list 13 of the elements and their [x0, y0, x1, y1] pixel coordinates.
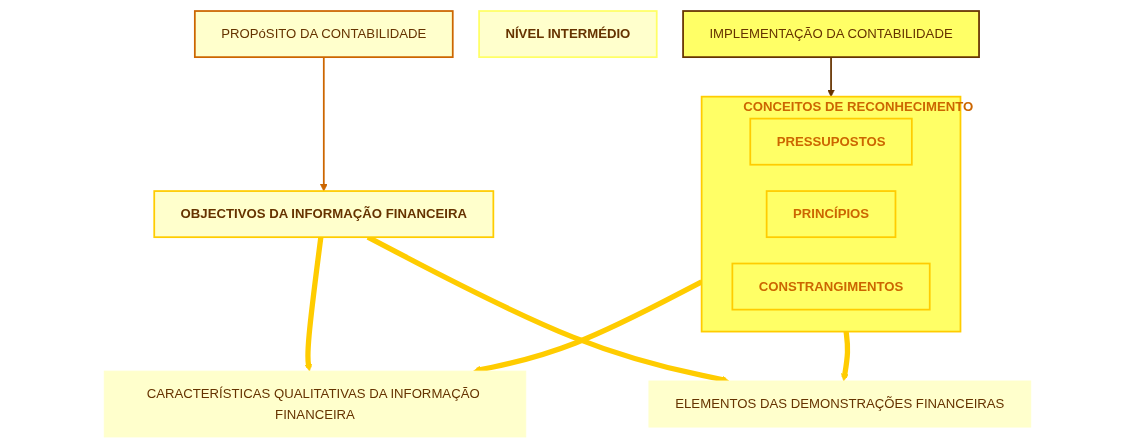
arrow: [827, 56, 835, 97]
arrow: [304, 236, 324, 372]
node-box: NÍVEL INTERMÉDIO: [478, 10, 658, 58]
node-box: CARACTERÍSTICAS QUALITATIVAS DA INFORMAÇÃO FINANCEIRA: [103, 370, 527, 438]
node-box: IMPLEMENTAÇÃO DA CONTABILIDADE: [682, 10, 980, 58]
node-box: PRESSUPOSTOS: [749, 117, 913, 166]
node-box: PRINCÍPIOS: [765, 190, 897, 239]
node-box: PROPóSITO DA CONTABILIDADE: [193, 10, 454, 58]
arrow: [319, 56, 328, 192]
node-box: ELEMENTOS DAS DEMONSTRAÇÕES FINANCEIRAS: [648, 380, 1032, 428]
arrow: [841, 331, 851, 382]
node-box: CONSTRANGIMENTOS: [731, 262, 931, 311]
node-box: OBJECTIVOS DA INFORMAÇÃO FINANCEIRA: [153, 190, 495, 239]
